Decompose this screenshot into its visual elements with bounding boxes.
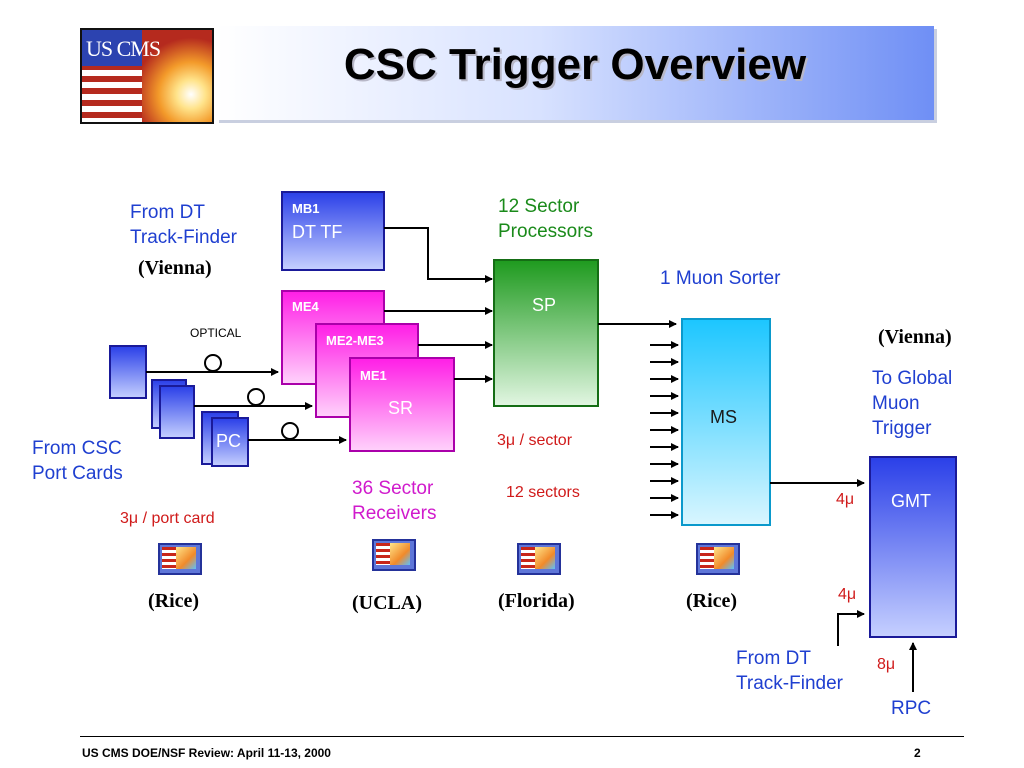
to-global-muon-trigger-label: To Global Muon Trigger — [872, 368, 953, 439]
optical-coupler-1 — [204, 354, 222, 372]
title-bar — [216, 26, 934, 120]
vienna-label-right: (Vienna) — [878, 326, 952, 348]
port-card-3b — [211, 417, 249, 467]
port-card-2b — [159, 385, 195, 439]
footer-divider — [80, 736, 964, 737]
from-dt-label-bottom: From DT Track-Finder — [736, 648, 843, 694]
me1-box — [349, 357, 455, 452]
per-sector-label: 3μ / sector — [497, 432, 573, 449]
rpc-label: RPC — [891, 698, 932, 719]
ms-label: MS — [710, 407, 737, 427]
sector-processors-label: 12 Sector Processors — [498, 196, 594, 242]
rice-label-right: (Rice) — [686, 590, 738, 612]
me4-tag: ME4 — [292, 299, 319, 314]
sp-box — [493, 259, 599, 407]
sr-label: SR — [388, 398, 414, 418]
gmt-label: GMT — [891, 491, 931, 511]
gmt-input-bottom-label: 4μ — [838, 586, 857, 603]
vienna-label-left: (Vienna) — [138, 257, 212, 279]
us-cms-logo: US CMS — [80, 28, 214, 124]
pc-label: PC — [216, 431, 242, 451]
mini-logo-rice-2 — [696, 543, 740, 575]
me23-tag: ME2-ME3 — [326, 333, 384, 348]
dt-tf-tag: MB1 — [292, 201, 320, 216]
dt-to-gmt-arrow — [837, 610, 865, 646]
ms-box — [681, 318, 771, 526]
page-number: 2 — [914, 746, 921, 760]
sector-receivers-label: 36 Sector Receivers — [352, 478, 437, 524]
rpc-input-label: 8μ — [877, 656, 896, 673]
sp-label: SP — [532, 295, 557, 315]
mini-logo-rice — [158, 543, 202, 575]
gmt-input-top-label: 4μ — [836, 491, 855, 508]
dt-tf-box — [281, 191, 385, 271]
page-title: CSC Trigger Overview — [343, 40, 807, 89]
mini-logo-ucla — [372, 539, 416, 571]
ucla-label: (UCLA) — [352, 592, 422, 614]
florida-label: (Florida) — [498, 590, 575, 612]
dt-tf-to-sp-arrow — [384, 227, 493, 283]
footer-text: US CMS DOE/NSF Review: April 11-13, 2000 — [82, 746, 331, 760]
per-port-card-label: 3μ / port card — [120, 510, 215, 527]
muon-sorter-label: 1 Muon Sorter — [660, 268, 781, 289]
gmt-box — [869, 456, 957, 638]
from-dt-label-top: From DT Track-Finder — [130, 202, 237, 248]
from-csc-label: From CSC Port Cards — [32, 438, 123, 484]
ms-input-arrows — [650, 341, 679, 519]
optical-coupler-3 — [281, 422, 299, 440]
port-card-1 — [109, 345, 147, 399]
optical-coupler-2 — [247, 388, 265, 406]
me1-tag: ME1 — [360, 368, 387, 383]
dt-tf-label: DT TF — [292, 222, 343, 242]
rice-label-left: (Rice) — [148, 590, 200, 612]
mini-logo-florida — [517, 543, 561, 575]
twelve-sectors-label: 12 sectors — [506, 484, 580, 501]
logo-text: US CMS — [86, 36, 161, 61]
optical-label: OPTICAL — [190, 326, 242, 340]
